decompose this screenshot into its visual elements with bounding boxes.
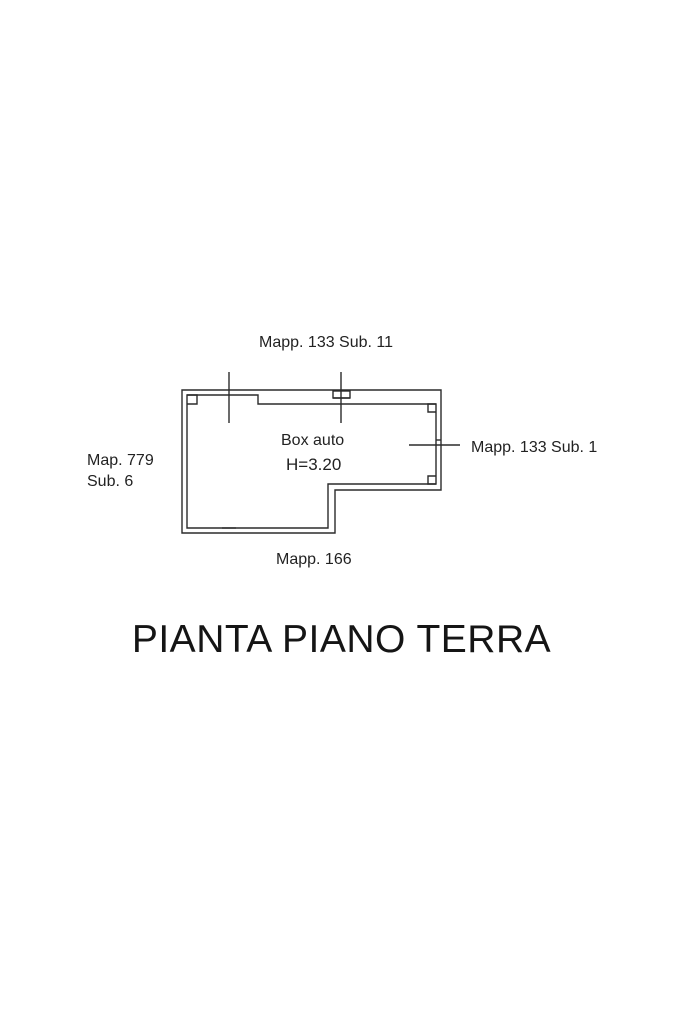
wall-notch-east-bottom [427, 475, 436, 485]
room-height: H=3.20 [286, 455, 342, 474]
label-south-neighbor: Mapp. 166 [276, 551, 352, 568]
outer-wall [181, 389, 442, 534]
label-east-neighbor: Mapp. 133 Sub. 1 [471, 439, 598, 456]
wall-notch-west [187, 394, 198, 405]
plan-title: PIANTA PIANO TERRA [131, 618, 552, 661]
label-north-neighbor: Mapp. 133 Sub. 11 [259, 334, 394, 351]
room-name: Box auto [281, 432, 345, 449]
label-west-neighbor-map: Map. 779 [87, 452, 154, 469]
label-west-neighbor-sub: Sub. 6 [87, 473, 134, 490]
wall-notch-east-top [427, 403, 436, 413]
